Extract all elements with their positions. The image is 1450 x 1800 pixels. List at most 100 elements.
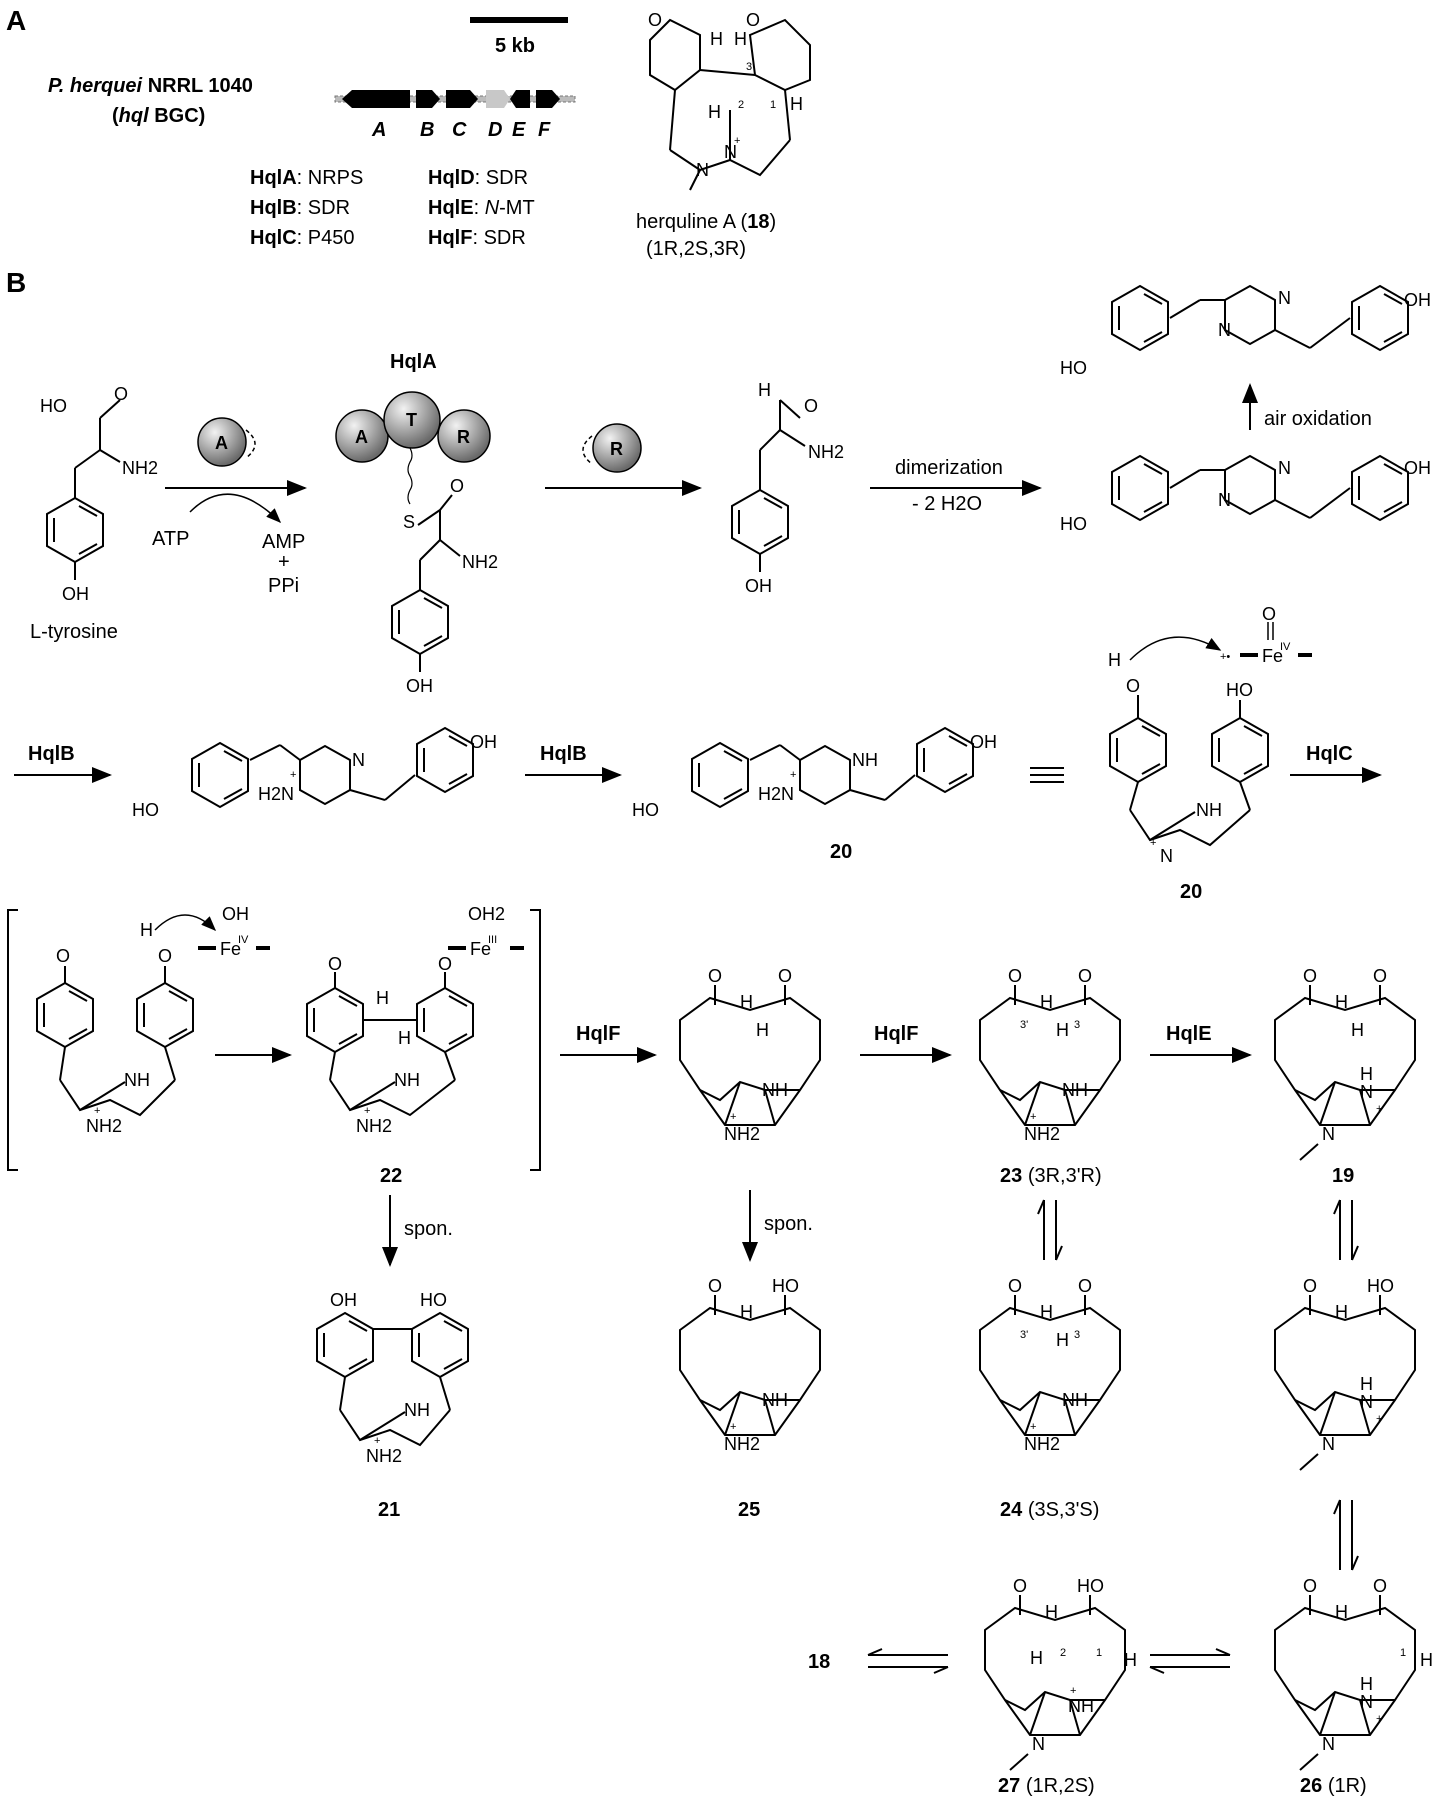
svg-text:H: H — [1335, 992, 1348, 1012]
svg-text:N: N — [1322, 1434, 1335, 1454]
a-domain — [335, 409, 389, 463]
svg-text:IV: IV — [1280, 641, 1291, 653]
svg-text:3: 3 — [1074, 1329, 1080, 1341]
svg-text:+: + — [790, 769, 796, 781]
svg-text:NH2: NH2 — [462, 552, 498, 572]
svg-text:O: O — [1008, 966, 1022, 986]
svg-text:+: + — [1150, 837, 1156, 849]
svg-text:N: N — [1278, 288, 1291, 308]
svg-text:3: 3 — [1074, 1019, 1080, 1031]
svg-text:O: O — [1303, 1276, 1317, 1296]
diradical-intermediate-structure: O O H NH NH2 + Fe IV OH — [36, 904, 270, 1136]
compound-19-label: 19 — [1332, 1165, 1354, 1187]
equilibrium-arrow-23-24 — [1037, 1199, 1063, 1261]
compound-21-label: 21 — [378, 1499, 400, 1521]
gene-function-legend: HqlA: NRPS HqlB: SDR HqlC: P450 HqlD: SD… — [250, 167, 535, 249]
compound-24-structure: O O H H 3' 3 NH NH2 + — [979, 1276, 1121, 1454]
equilibrium-arrow-19-enol — [1333, 1199, 1359, 1261]
svg-text:OH: OH — [330, 1290, 357, 1310]
svg-text:N: N — [1218, 490, 1231, 510]
scale-label: 5 kb — [495, 35, 535, 57]
svg-text:+: + — [1376, 1713, 1382, 1725]
equilibrium-arrow-26-27 — [1149, 1648, 1231, 1674]
amp-label: AMP — [262, 531, 305, 553]
svg-text:NH: NH — [1196, 800, 1222, 820]
svg-text:NH2: NH2 — [724, 1124, 760, 1144]
compound-19-structure: O O H H H N N + — [1274, 966, 1416, 1161]
svg-text:HO: HO — [40, 396, 67, 416]
hqlf-label-2: HqlF — [874, 1023, 918, 1045]
svg-text:NH: NH — [394, 1070, 420, 1090]
svg-text:N: N — [1032, 1734, 1045, 1754]
svg-text:H: H — [1108, 650, 1121, 670]
svg-text:R: R — [457, 427, 470, 447]
svg-text:T: T — [406, 410, 417, 430]
bgc-label: (hql BGC) — [112, 105, 205, 127]
svg-text:O: O — [708, 966, 722, 986]
compound-24-label: 24 (3S,3'S) — [1000, 1499, 1099, 1521]
compound-20-label-b: 20 — [1180, 881, 1202, 903]
svg-text:H: H — [1335, 1302, 1348, 1322]
svg-text:OH: OH — [745, 576, 772, 596]
svg-text:+: + — [290, 769, 296, 781]
svg-text:H: H — [708, 102, 721, 122]
svg-text:+: + — [364, 1105, 370, 1117]
svg-text:HO: HO — [632, 800, 659, 820]
svg-text:O: O — [114, 384, 128, 404]
svg-text:HO: HO — [1077, 1576, 1104, 1596]
gene-label-d: D — [488, 119, 502, 141]
spon-label-1: spon. — [404, 1218, 453, 1240]
svg-text:O: O — [450, 476, 464, 496]
svg-text:1: 1 — [770, 99, 776, 111]
l-tyrosine-structure: HO O NH2 OH — [40, 384, 158, 604]
compound-18-label: 18 — [808, 1651, 830, 1673]
svg-text:+: + — [1070, 1685, 1076, 1697]
svg-text:NH2: NH2 — [86, 1116, 122, 1136]
compound-20-folded-structure: O H HO NH N + +• Fe IV O — [1108, 604, 1312, 866]
svg-text:H: H — [1360, 1674, 1373, 1694]
svg-text:+: + — [374, 1435, 380, 1447]
svg-text:H: H — [1360, 1374, 1373, 1394]
spon-label-2: spon. — [764, 1213, 813, 1235]
gene-label-a: A — [371, 119, 386, 141]
svg-text:3': 3' — [1020, 1329, 1028, 1341]
svg-text:H: H — [734, 29, 747, 49]
svg-text:NH2: NH2 — [808, 442, 844, 462]
svg-text:H: H — [1056, 1020, 1069, 1040]
svg-text:H: H — [758, 380, 771, 400]
svg-text:NH2: NH2 — [1024, 1124, 1060, 1144]
svg-text:+: + — [1030, 1421, 1036, 1433]
svg-text:OH: OH — [470, 732, 497, 752]
svg-text:NH: NH — [1062, 1080, 1088, 1100]
svg-text:1: 1 — [1400, 1647, 1406, 1659]
svg-text:NH: NH — [124, 1070, 150, 1090]
svg-text:H: H — [140, 920, 153, 940]
svg-text:+: + — [730, 1111, 736, 1123]
panel-label-a: A — [6, 5, 26, 36]
svg-text:NH: NH — [852, 750, 878, 770]
water-loss-label: - 2 H2O — [912, 493, 982, 515]
svg-text:S: S — [403, 512, 415, 532]
svg-text:N: N — [1278, 458, 1291, 478]
svg-text:O: O — [1373, 966, 1387, 986]
svg-text:+: + — [734, 135, 740, 147]
ppi-label: PPi — [268, 575, 299, 597]
svg-text:R: R — [610, 439, 623, 459]
legend-hqla: HqlA: NRPS — [250, 167, 363, 189]
herquline-a-stereo: (1R,2S,3R) — [646, 238, 746, 260]
svg-text:N: N — [352, 750, 365, 770]
gene-cluster: A B C D E F — [334, 90, 576, 141]
svg-text:3: 3 — [746, 61, 752, 73]
gene-label-c: C — [452, 119, 467, 141]
svg-text:Fe: Fe — [220, 939, 241, 959]
svg-text:HO: HO — [420, 1290, 447, 1310]
mono-reduced-intermediate-structure: O O H H NH NH2 + — [679, 966, 821, 1144]
svg-text:H2N: H2N — [258, 784, 294, 804]
legend-hqlf: HqlF: SDR — [428, 227, 526, 249]
organism-label: P. herquei NRRL 1040 — [48, 75, 253, 97]
svg-text:NH2: NH2 — [356, 1116, 392, 1136]
svg-text:N: N — [724, 142, 737, 162]
hqlf-label-1: HqlF — [576, 1023, 620, 1045]
dihydropyrazine-structure: N N HO OH — [1060, 284, 1431, 378]
svg-text:NH2: NH2 — [122, 458, 158, 478]
